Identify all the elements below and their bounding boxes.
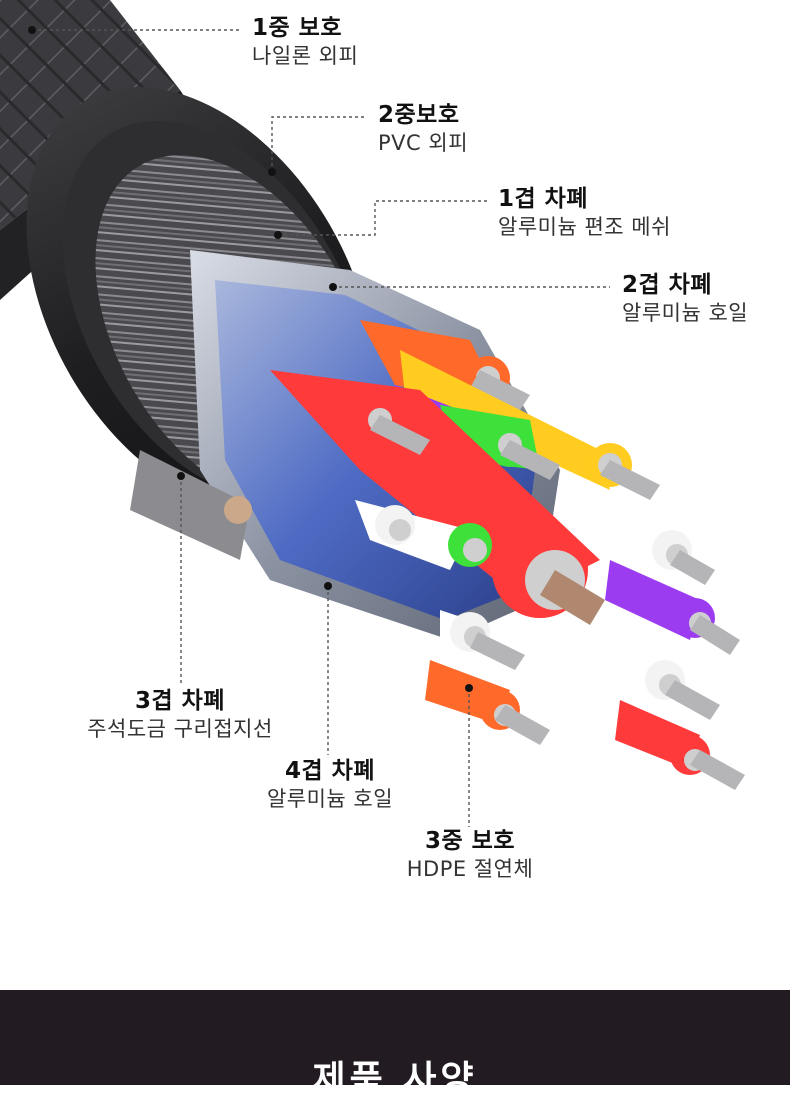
wire-white-4	[625, 650, 720, 720]
callout-title: 2겹 차폐	[622, 272, 712, 298]
callout-foil-shield: 2겹 차폐 알루미늄 호일	[622, 274, 748, 324]
wire-red-2	[615, 700, 745, 790]
drain-wire	[130, 450, 252, 560]
callout-subtitle: 나일론 외피	[252, 44, 359, 68]
wire-red-small	[353, 393, 430, 455]
callout-inner-foil: 4겹 차폐 알루미늄 호일	[245, 760, 415, 810]
callout-subtitle: PVC 외피	[378, 131, 469, 155]
callout-lines	[32, 29, 610, 827]
callout-subtitle: 알루미늄 호일	[622, 301, 749, 325]
wire-orange-2	[425, 660, 550, 745]
callout-title: 2중보호	[378, 102, 460, 128]
wire-green-2	[448, 523, 492, 567]
callout-line-3	[278, 200, 490, 236]
callout-drain-wire: 3겹 차폐 주석도금 구리접지선	[70, 690, 290, 740]
callout-title: 3겹 차폐	[135, 688, 225, 714]
wire-purple-2	[605, 560, 740, 655]
cable-cross-section-illustration	[0, 0, 745, 827]
callout-title: 1중 보호	[252, 15, 342, 41]
callout-subtitle: 알루미늄 호일	[266, 787, 394, 811]
callout-title: 3중 보호	[425, 828, 515, 854]
callout-subtitle: 주석도금 구리접지선	[87, 717, 273, 741]
conductors	[270, 320, 745, 790]
wire-white-3	[440, 610, 525, 670]
spec-section-header: 제품 사양	[0, 990, 790, 1100]
callout-title: 4겹 차폐	[285, 758, 375, 784]
callout-pvc-jacket: 2중보호 PVC 외피	[378, 104, 468, 154]
callout-hdpe-insulation: 3중 보호 HDPE 절연체	[390, 830, 550, 880]
callout-line-2	[271, 116, 365, 172]
wire-white-1	[355, 500, 470, 570]
callout-subtitle: HDPE 절연체	[406, 857, 534, 881]
callout-nylon-jacket: 1중 보호 나일론 외피	[252, 17, 358, 67]
callout-braid-shield: 1겹 차폐 알루미늄 편조 메쉬	[498, 188, 671, 238]
callout-dots	[28, 26, 473, 692]
wire-white-2	[610, 520, 715, 585]
callout-title: 1겹 차폐	[498, 186, 588, 212]
callout-subtitle: 알루미늄 편조 메쉬	[498, 215, 671, 239]
wire-red-large	[270, 370, 605, 625]
spec-section-title: 제품 사양	[312, 1059, 478, 1100]
